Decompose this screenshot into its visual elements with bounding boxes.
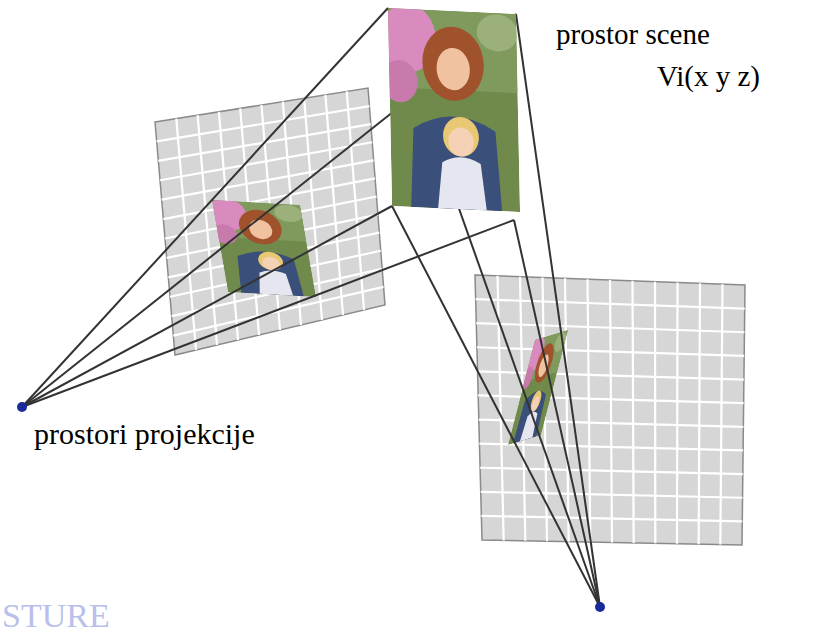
grid-line (481, 492, 743, 498)
grid-line (162, 160, 374, 199)
grid-line (720, 284, 722, 544)
grid-line (477, 347, 744, 356)
watermark: STURE (2, 596, 110, 635)
grid-line (157, 106, 370, 141)
grid-line (699, 283, 700, 544)
grid-line (160, 142, 372, 180)
grid-line (478, 395, 743, 403)
grid-line (610, 280, 612, 543)
grid-line (476, 323, 744, 332)
grid-line (481, 516, 742, 521)
grid-line (633, 281, 634, 543)
grid-line (565, 278, 569, 541)
projection-plane (475, 275, 745, 545)
grid-line (588, 279, 591, 542)
projection-label: prostori projekcije (34, 417, 255, 452)
grid-line (476, 299, 745, 309)
scene-label: prostor scene (556, 18, 710, 51)
scene-formula: Vi(x y z) (657, 60, 760, 93)
grid-line (654, 282, 657, 544)
grid-line (480, 468, 743, 474)
grid-line (676, 283, 679, 544)
grid-line (498, 276, 504, 541)
